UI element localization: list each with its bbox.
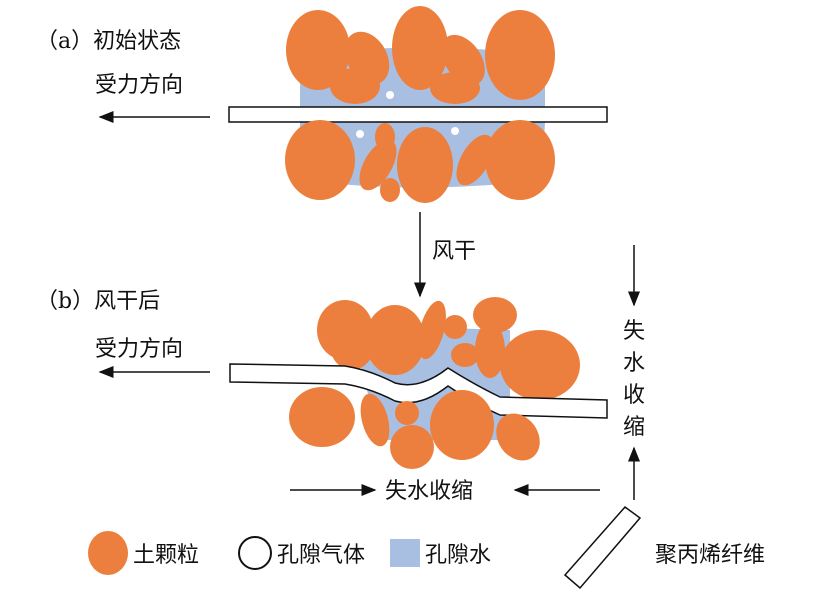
legend-air-label: 孔隙气体 <box>277 543 365 568</box>
soil-particle <box>360 393 390 447</box>
soil-sample-initial <box>228 6 608 203</box>
soil-particle <box>286 10 350 90</box>
legend: 土颗粒 孔隙气体 孔隙水 聚丙烯纤维 <box>88 505 765 590</box>
panel-b-title: （b）风干后 <box>36 289 160 314</box>
shrink-horizontal-label: 失水收缩 <box>385 479 473 504</box>
air-pore-swatch <box>238 536 272 570</box>
soil-particle <box>443 315 467 339</box>
soil-particle <box>485 120 555 200</box>
soil-particle <box>500 330 580 400</box>
soil-particle <box>330 320 374 370</box>
soil-particle <box>475 322 505 378</box>
legend-soil-label: 土颗粒 <box>133 543 199 568</box>
soil-particle <box>392 6 448 90</box>
panel-a-force-label: 受力方向 <box>95 73 183 98</box>
shrink-vertical-char: 水 <box>623 351 645 376</box>
soil-particle <box>365 305 425 375</box>
soil-particle <box>430 390 494 460</box>
soil-particle <box>418 300 446 360</box>
panel-a-title: （a）初始状态 <box>36 29 181 54</box>
soil-particle <box>375 123 395 151</box>
soil-particle <box>359 139 397 191</box>
polypropylene-fiber <box>228 106 608 123</box>
soil-particle <box>380 178 400 202</box>
soil-particle <box>456 134 494 186</box>
panel-b-force-label: 受力方向 <box>95 337 183 362</box>
shrink-vertical-char: 收 <box>623 383 645 408</box>
legend-fiber-label: 聚丙烯纤维 <box>655 543 765 568</box>
soil-particle <box>395 401 419 425</box>
air-pore <box>356 130 364 138</box>
legend-water-label: 孔隙水 <box>425 543 491 568</box>
air-pore <box>451 127 459 135</box>
soil-particle <box>485 10 555 100</box>
polypropylene-fiber-bent <box>229 363 608 419</box>
soil-particle <box>330 68 380 104</box>
fiber-swatch <box>563 505 642 590</box>
air-pore <box>386 91 394 99</box>
soil-particle <box>473 297 517 333</box>
soil-particle <box>430 72 480 104</box>
soil-particle <box>289 387 355 447</box>
shrink-vertical-char: 缩 <box>623 415 645 440</box>
air-dry-label: 风干 <box>432 239 476 264</box>
soil-particle <box>451 343 479 367</box>
soil-particle <box>285 120 355 200</box>
shrink-vertical-char: 失 <box>623 319 645 344</box>
soil-particle <box>397 127 453 203</box>
soil-sample-dried <box>229 297 608 469</box>
soil-particle-swatch <box>88 531 128 575</box>
pore-water-swatch <box>390 539 420 567</box>
soil-particle <box>496 413 540 461</box>
soil-particle <box>390 425 434 469</box>
